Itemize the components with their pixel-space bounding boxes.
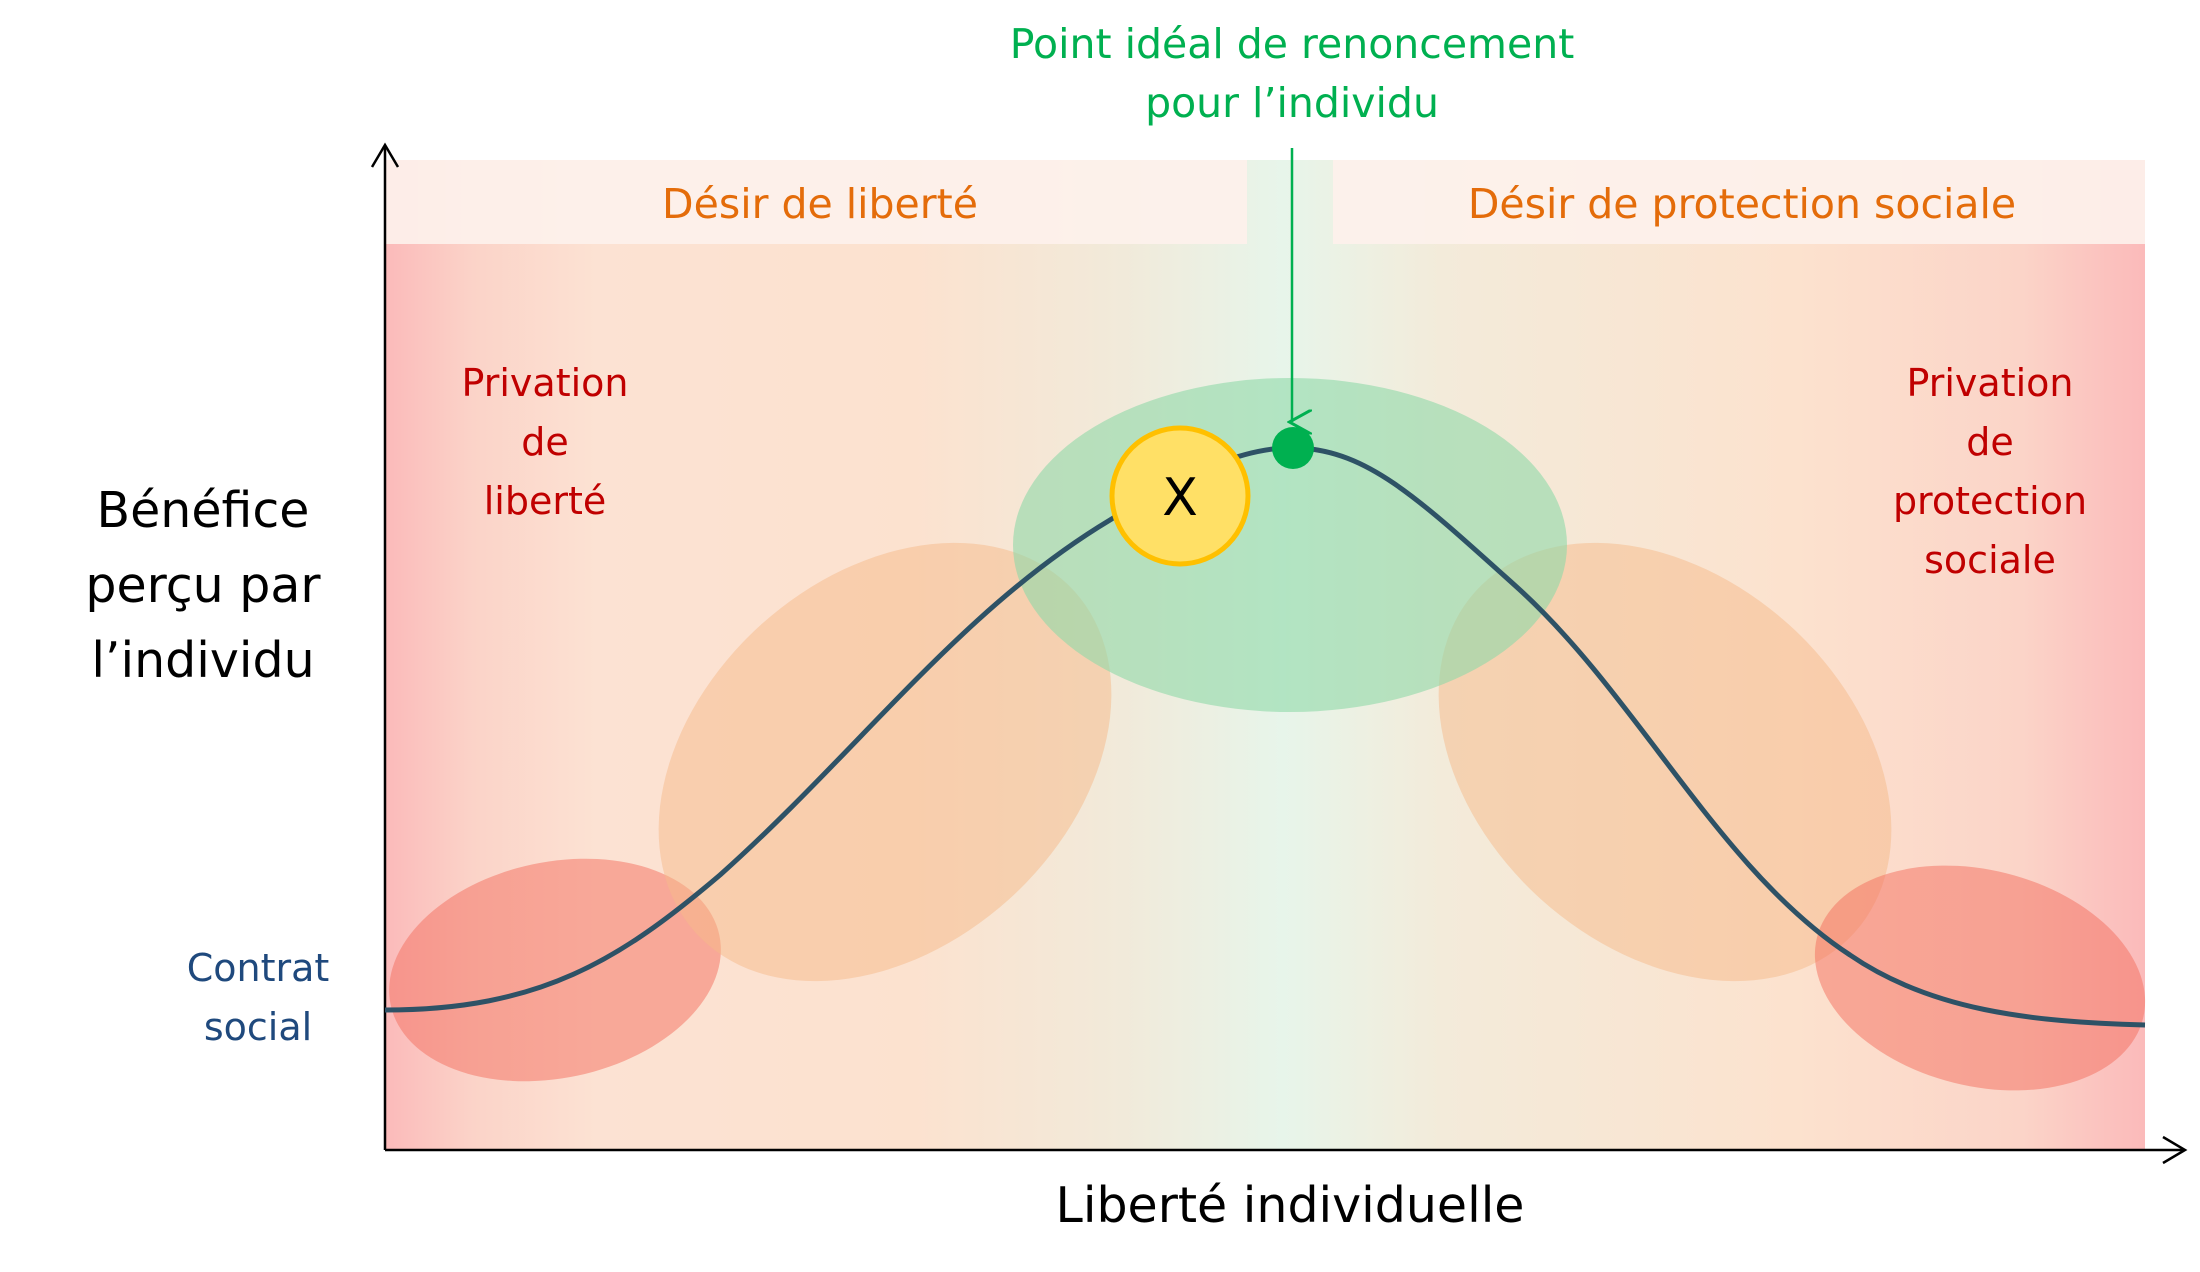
header-left-label: Désir de liberté [662,180,978,228]
left-red-zone [389,858,721,1082]
ideal-point-title-line1: Point idéal de renoncement [1010,20,1575,68]
header-band-right [1333,160,2145,244]
x-axis-arrowhead [2162,1135,2188,1165]
right-zone-line4: sociale [1924,538,2056,582]
header-band-left [385,160,1247,244]
left-orange-zone [658,542,1112,982]
left-zone-line2: de [521,420,569,464]
y-axis-label-line3: l’individu [91,632,314,689]
right-red-zone [1814,865,2146,1091]
ideal-point-dot [1272,427,1314,469]
left-zone-line3: liberté [484,479,607,523]
contract-label-line1: Contrat [187,946,330,990]
y-axis-label-line1: Bénéfice [97,482,310,539]
y-axis-label-line2: perçu par [85,557,321,614]
position-marker [1109,425,1251,567]
y-axis-arrowhead [370,142,400,168]
ideal-point-title-line2: pour l’individu [1145,79,1439,127]
contract-label-line2: social [204,1005,312,1049]
right-zone-line2: de [1966,420,2014,464]
right-zone-line1: Privation [1907,361,2074,405]
right-zone-line3: protection [1893,479,2087,523]
header-right-label: Désir de protection sociale [1468,180,2016,228]
x-axis-label: Liberté individuelle [1056,1177,1525,1234]
left-zone-line1: Privation [462,361,629,405]
position-marker-label: X [1162,468,1198,528]
